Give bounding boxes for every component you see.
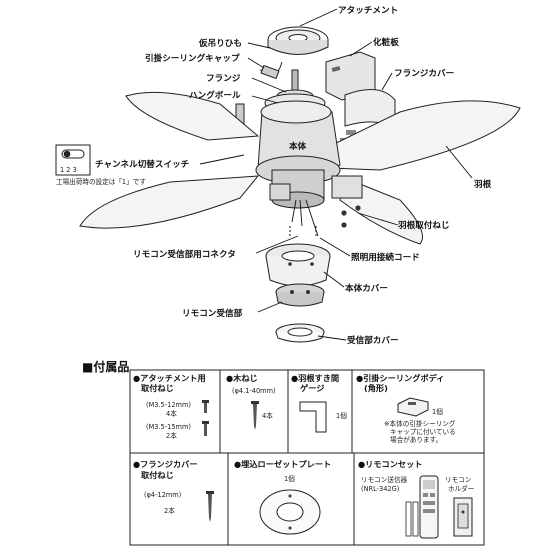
receiver-cover xyxy=(275,323,325,343)
transmitter-label-2: (NRL-342G) xyxy=(361,485,399,493)
hikkake-body-note-1: ※本体の引掛シーリング xyxy=(384,419,456,428)
accessories-section: ■付属品 ●アタッチメント用 取付ねじ (M3.5-12mm) 4本 (M3.5… xyxy=(82,359,485,546)
attach-screw-title-1: ●アタッチメント用 xyxy=(133,373,206,383)
blade-gauge-qty: 1個 xyxy=(336,411,347,420)
exploded-view: アタッチメント 仮吊りひも 引掛シーリングキャップ フランジ ハングボール 化粧… xyxy=(55,4,521,346)
accessory-remote-set: ●リモコンセット リモコン送信器 (NRL-342G) リモコン ホルダー xyxy=(358,459,474,539)
label-body-cover: 本体カバー xyxy=(345,282,388,294)
wood-screw-title: ●木ねじ xyxy=(226,373,258,383)
remote-set-title: ●リモコンセット xyxy=(358,459,422,469)
wood-screw-spec: (φ4.1-40mm) xyxy=(232,387,276,395)
hikkake-body-title-2: (角形) xyxy=(364,383,388,393)
hikkake-body-title-1: ●引掛シーリングボディ xyxy=(356,373,444,383)
label-lighting-cord: 照明用接続コード xyxy=(351,251,420,263)
label-receiver-cover: 受信部カバー xyxy=(347,334,399,346)
holder-label-2: ホルダー xyxy=(448,484,474,493)
hikkake-body-qty: 1個 xyxy=(432,407,443,416)
machine-screw-icon-2 xyxy=(202,421,209,436)
blade-gauge-title-1: ●羽根すき間 xyxy=(291,373,339,383)
accessory-wood-screws: ●木ねじ (φ4.1-40mm) 4本 xyxy=(226,373,276,430)
leader-lines xyxy=(199,8,473,341)
tapping-screw-icon xyxy=(206,491,214,522)
accessories-title: ■付属品 xyxy=(82,359,129,374)
label-remote-receiver: リモコン受信部 xyxy=(182,307,243,319)
label-channel-switch: チャンネル切替スイッチ xyxy=(95,158,190,170)
transmitter-label-1: リモコン送信器 xyxy=(361,475,408,484)
remote-holder-icon xyxy=(453,497,473,537)
remote-receiver xyxy=(275,283,325,307)
label-temporary-hanging-string: 仮吊りひも xyxy=(198,37,242,49)
flange-screw-spec: (φ4-12mm) xyxy=(144,491,181,499)
label-decorative-plate: 化粧板 xyxy=(373,36,399,48)
label-hook-ceiling-cap: 引掛シーリングキャップ xyxy=(145,52,240,64)
wood-screw-icon xyxy=(251,401,259,430)
attach-screw-title-2: 取付ねじ xyxy=(141,383,174,393)
fan-blades xyxy=(79,91,521,245)
blade-gauge-title-2: ゲージ xyxy=(300,383,324,393)
channel-switch-box xyxy=(55,144,91,176)
hikkake-body-note-3: 場合があります。 xyxy=(390,435,442,444)
accessory-attachment-screws: ●アタッチメント用 取付ねじ (M3.5-12mm) 4本 (M3.5-15mm… xyxy=(133,373,209,440)
ceiling-body-icon xyxy=(397,397,429,417)
attach-screw-spec-1: (M3.5-12mm) xyxy=(146,401,191,409)
accessory-flange-screws: ●フランジカバー 取付ねじ (φ4-12mm) 2本 xyxy=(133,459,214,522)
label-blade-screw: 羽根取付ねじ xyxy=(398,219,450,231)
machine-screw-icon xyxy=(202,400,209,413)
rosette-title: ●埋込ローゼットプレート xyxy=(234,459,331,469)
label-attachment: アタッチメント xyxy=(338,4,398,16)
flange-screw-title-2: 取付ねじ xyxy=(141,470,174,480)
accessory-rosette-plate: ●埋込ローゼットプレート 1個 xyxy=(234,459,331,535)
switch-digits: 1 2 3 xyxy=(60,166,77,174)
attach-screw-spec-2: (M3.5-15mm) xyxy=(146,423,191,431)
attach-screw-qty-2: 2本 xyxy=(166,431,177,440)
blade-screws xyxy=(341,205,361,228)
attach-screw-qty-1: 4本 xyxy=(166,409,177,418)
flange-screw-qty: 2本 xyxy=(164,506,175,515)
batteries-icon xyxy=(405,501,419,537)
fan-main-body xyxy=(255,100,363,209)
attachment-plate xyxy=(267,26,329,55)
label-main-body: 本体 xyxy=(289,140,307,152)
wood-screw-qty: 4本 xyxy=(262,411,273,420)
wires xyxy=(289,199,319,237)
rosette-qty: 1個 xyxy=(284,474,295,483)
label-flange: フランジ xyxy=(206,73,241,84)
accessory-hook-ceiling-body: ●引掛シーリングボディ (角形) 1個 ※本体の引掛シーリング キャップに付いて… xyxy=(356,373,456,444)
accessory-blade-gauge: ●羽根すき間 ゲージ 1個 xyxy=(291,373,347,433)
label-flange-cover: フランジカバー xyxy=(394,68,454,79)
hikkake-body-note-2: キャップに付いている xyxy=(390,427,456,436)
factory-setting-note: 工場出荷時の設定は「1」です xyxy=(56,177,146,186)
label-hang-ball: ハングボール xyxy=(189,89,241,101)
holder-label-1: リモコン xyxy=(445,476,472,484)
rosette-plate-icon xyxy=(259,489,321,535)
remote-transmitter-icon xyxy=(419,475,439,539)
body-cover xyxy=(265,243,331,287)
label-receiver-connector: リモコン受信部用コネクタ xyxy=(133,248,236,260)
flange-screw-title-1: ●フランジカバー xyxy=(133,459,197,469)
gauge-icon xyxy=(299,401,327,433)
label-blade: 羽根 xyxy=(474,178,492,190)
